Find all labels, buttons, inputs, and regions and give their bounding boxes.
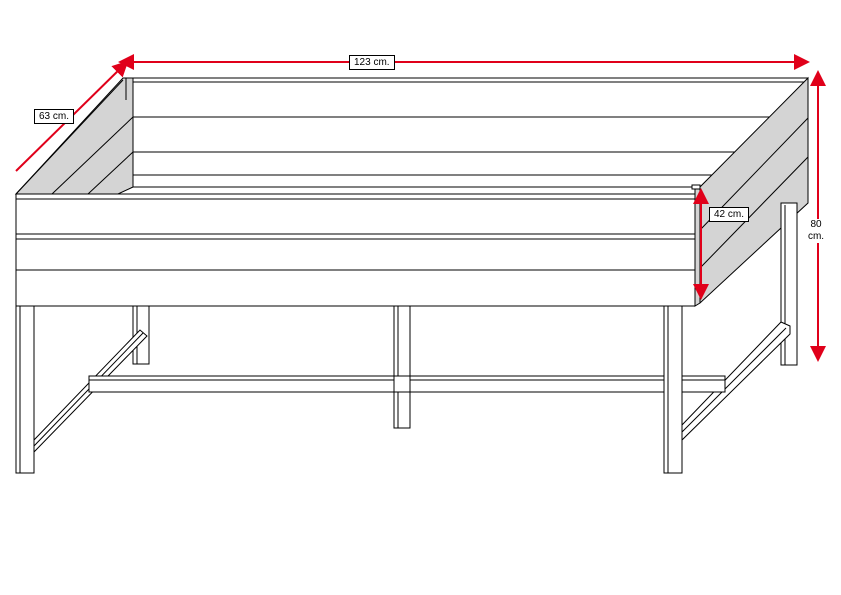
depth-label: 63 cm. xyxy=(34,109,75,124)
left-side-panel xyxy=(14,77,134,195)
planter-box-back xyxy=(132,77,809,188)
leg-front-left xyxy=(15,305,35,474)
total-height-unit: cm. xyxy=(807,231,825,242)
front-panel xyxy=(15,193,696,307)
front-plank-bottom xyxy=(15,269,696,307)
total-height-value: 80 xyxy=(810,219,822,230)
front-plank-middle xyxy=(15,233,696,271)
leg-frame xyxy=(15,202,798,474)
back-wall xyxy=(132,77,809,188)
inner-height-label: 42 cm. xyxy=(709,207,750,222)
leg-front-right xyxy=(663,305,683,474)
leg-back-middle xyxy=(393,305,411,429)
width-label: 123 cm. xyxy=(349,55,395,70)
total-height-label: 80 cm. xyxy=(803,219,829,243)
front-plank-top xyxy=(15,193,696,235)
